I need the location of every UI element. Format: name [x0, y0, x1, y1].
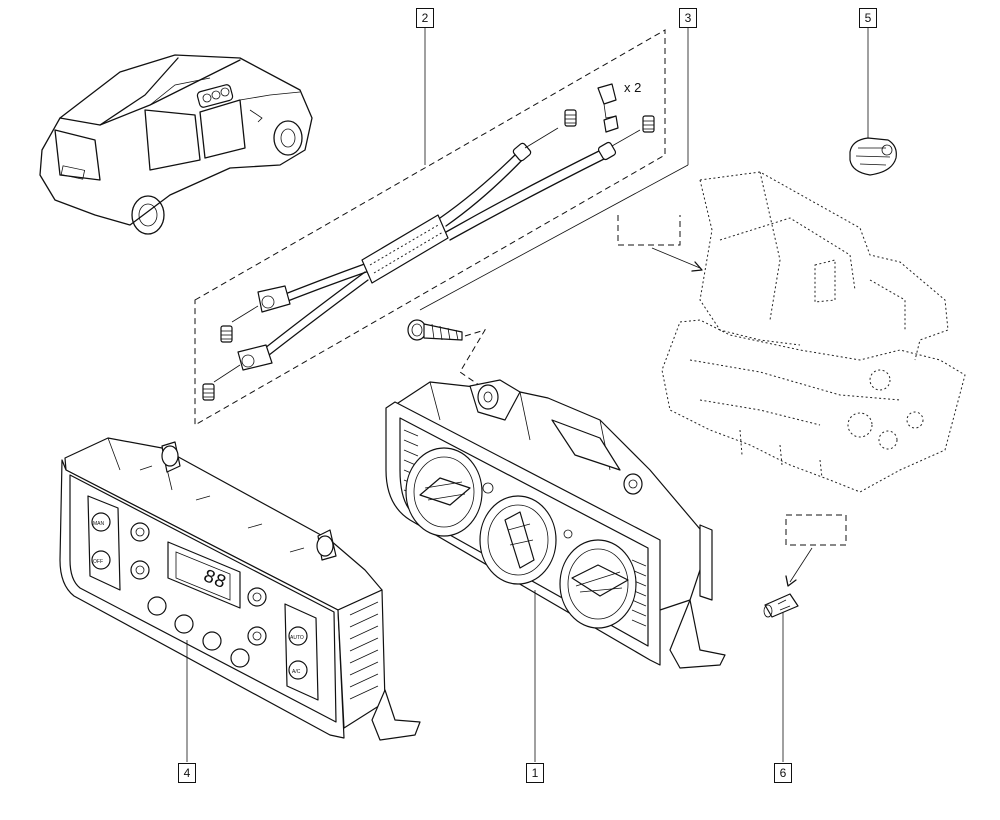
- reference-box-bulb: [785, 514, 847, 546]
- cable-kit-boundary: [194, 29, 666, 426]
- fixing-screw: [407, 319, 493, 395]
- metal-clips: [597, 83, 619, 133]
- bulb-holder: [849, 137, 897, 176]
- button-label-man: MAN: [93, 521, 105, 527]
- spring-clips: [202, 109, 655, 401]
- callout-3: 3: [679, 8, 697, 28]
- callout-4: 4: [178, 763, 196, 783]
- button-label-off: OFF: [93, 559, 103, 565]
- heater-housing-outline: [661, 171, 966, 493]
- manual-control-panel: [385, 379, 726, 669]
- automatic-control-panel: [59, 437, 421, 741]
- button-label-ac: A/C: [292, 669, 301, 675]
- callout-2: 2: [416, 8, 434, 28]
- reference-box-housing: [617, 215, 681, 246]
- vehicle-illustration: [39, 54, 313, 235]
- button-label-auto: AUTO: [290, 635, 304, 641]
- control-cable-assembly: [213, 127, 641, 383]
- callout-5: 5: [859, 8, 877, 28]
- quantity-note: x 2: [624, 80, 642, 95]
- callout-1: 1: [526, 763, 544, 783]
- bulb: [763, 593, 799, 618]
- callout-6: 6: [774, 763, 792, 783]
